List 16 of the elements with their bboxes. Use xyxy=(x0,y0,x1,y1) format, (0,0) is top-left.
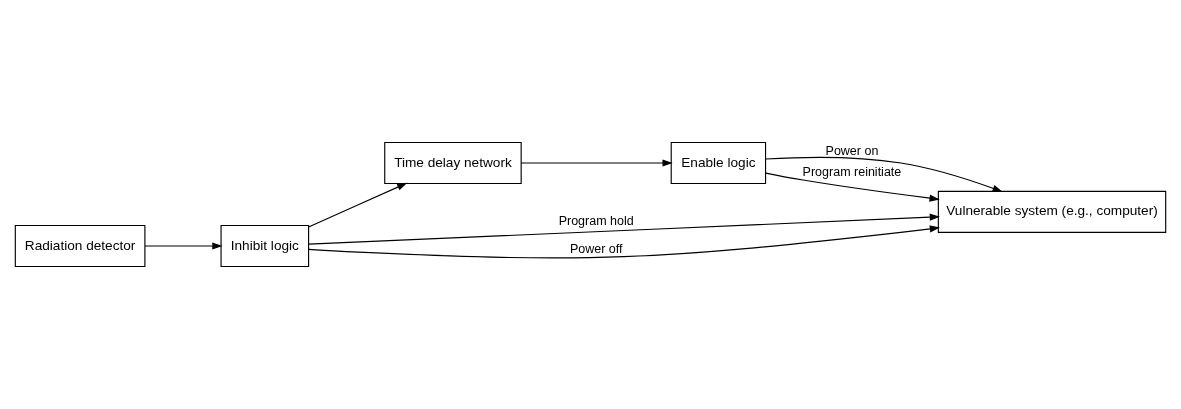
arrow xyxy=(144,242,223,250)
arrow xyxy=(308,225,940,259)
node-box: Vulnerable system (e.g., computer) xyxy=(937,190,1167,233)
edge-label: Program reinitiate xyxy=(802,165,902,180)
arrow xyxy=(765,172,940,202)
arrow xyxy=(520,159,673,167)
node-box: Time delay network xyxy=(384,142,522,185)
edge-label: Program hold xyxy=(558,214,634,229)
edge-label: Power on xyxy=(825,143,879,158)
edge-label: Power off xyxy=(569,241,623,256)
arrow xyxy=(308,213,940,245)
arrow xyxy=(765,156,1003,192)
node-box: Enable logic xyxy=(670,142,767,185)
node-box: Radiation detector xyxy=(14,224,146,267)
node-box: Inhibit logic xyxy=(220,224,310,267)
arrow xyxy=(308,182,408,228)
